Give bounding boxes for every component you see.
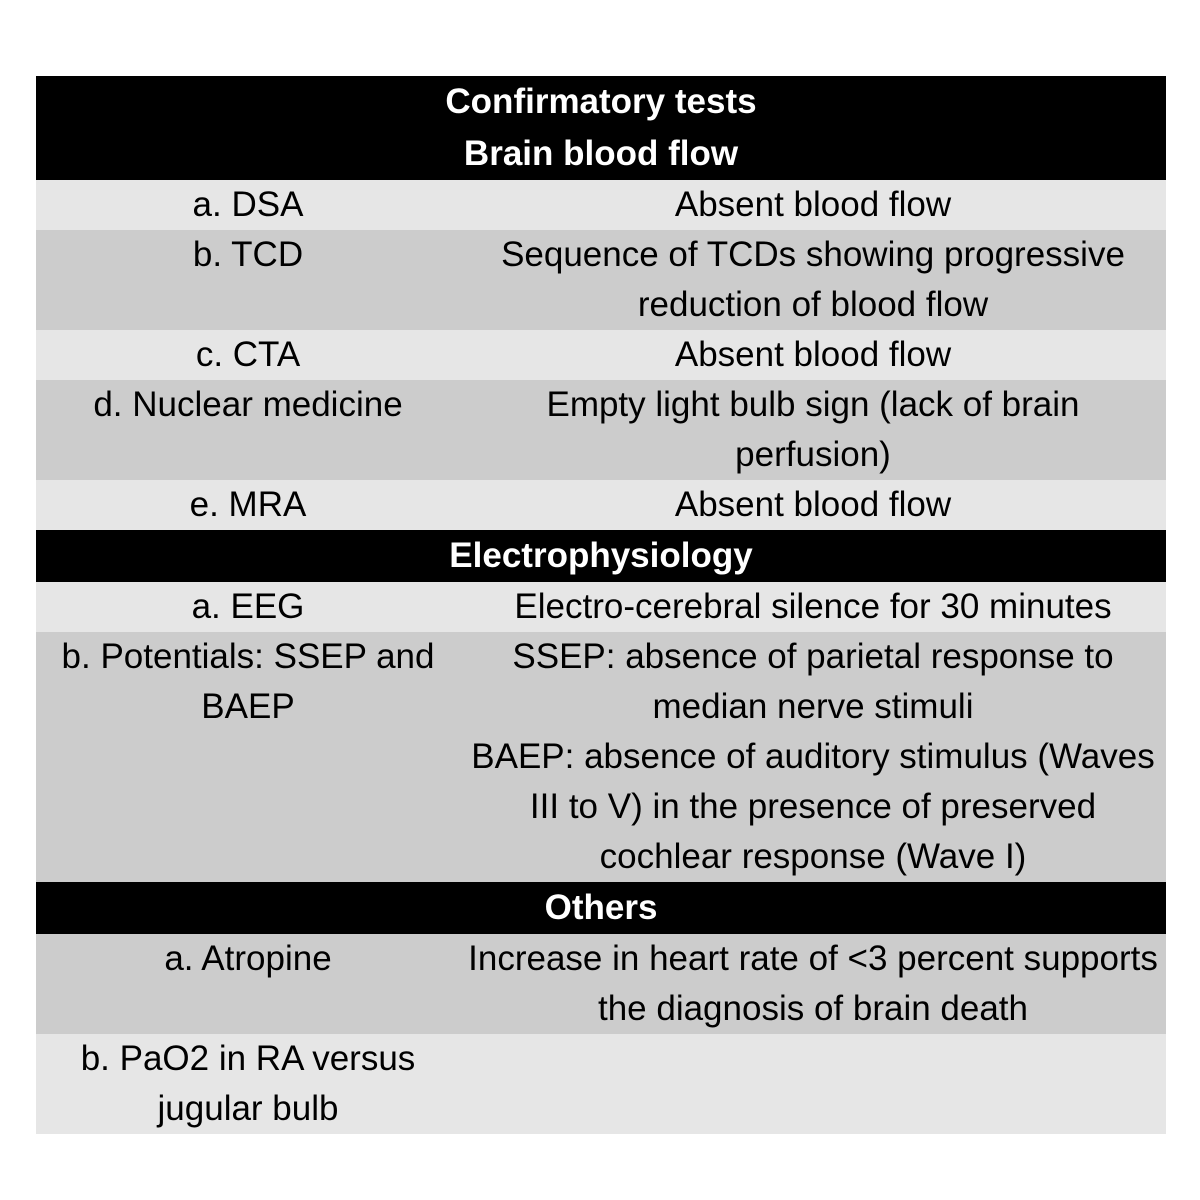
finding-cell: Electro-cerebral silence for 30 minutes [514, 587, 1112, 626]
section-label-brain-blood-flow: Brain blood flow [463, 134, 739, 173]
table-row-dsa: a. DSA Absent blood flow [36, 180, 1166, 230]
section-label-others: Others [544, 888, 658, 927]
table-row-pao2: b. PaO2 in RA versus jugular bulb [36, 1034, 1166, 1134]
finding-cell: Sequence of TCDs showing progressive red… [501, 235, 1125, 324]
finding-cell: Empty light bulb sign (lack of brain per… [546, 385, 1080, 474]
finding-cell: Absent blood flow [674, 335, 952, 374]
finding-ssep: SSEP: absence of parietal response to me… [512, 637, 1114, 726]
finding-cell: Increase in heart rate of <3 percent sup… [468, 939, 1158, 1028]
test-name-cell: a. Atropine [164, 939, 332, 978]
section-label-electrophysiology: Electrophysiology [449, 536, 753, 575]
test-name-cell: d. Nuclear medicine [93, 385, 403, 424]
table-row-mra: e. MRA Absent blood flow [36, 480, 1166, 530]
table-row-eeg: a. EEG Electro-cerebral silence for 30 m… [36, 582, 1166, 632]
test-name-cell: c. CTA [195, 335, 301, 374]
confirmatory-tests-table: Confirmatory tests Brain blood flow a. D… [36, 76, 1166, 1134]
finding-baep: BAEP: absence of auditory stimulus (Wave… [471, 737, 1155, 876]
finding-cell-empty [460, 1034, 1166, 1084]
finding-cell: SSEP: absence of parietal response to me… [460, 632, 1166, 882]
test-name-cell: a. EEG [191, 587, 305, 626]
test-name-cell: b. TCD [192, 235, 304, 274]
table-row-cta: c. CTA Absent blood flow [36, 330, 1166, 380]
finding-cell: Absent blood flow [674, 185, 952, 224]
test-name-cell: e. MRA [189, 485, 307, 524]
test-name-cell: b. Potentials: SSEP and BAEP [61, 637, 435, 726]
section-band-others: Others [36, 882, 1166, 934]
section-band-electrophysiology: Electrophysiology [36, 530, 1166, 582]
table-row-atropine: a. Atropine Increase in heart rate of <3… [36, 934, 1166, 1034]
table-row-potentials: b. Potentials: SSEP and BAEP SSEP: absen… [36, 632, 1166, 882]
table-title: Confirmatory tests [445, 82, 757, 121]
test-name-cell: b. PaO2 in RA versus jugular bulb [80, 1039, 416, 1128]
table-header-band: Confirmatory tests Brain blood flow [36, 76, 1166, 180]
finding-cell: Absent blood flow [674, 485, 952, 524]
table-row-nuclear-medicine: d. Nuclear medicine Empty light bulb sig… [36, 380, 1166, 480]
table-row-tcd: b. TCD Sequence of TCDs showing progress… [36, 230, 1166, 330]
test-name-cell: a. DSA [192, 185, 304, 224]
